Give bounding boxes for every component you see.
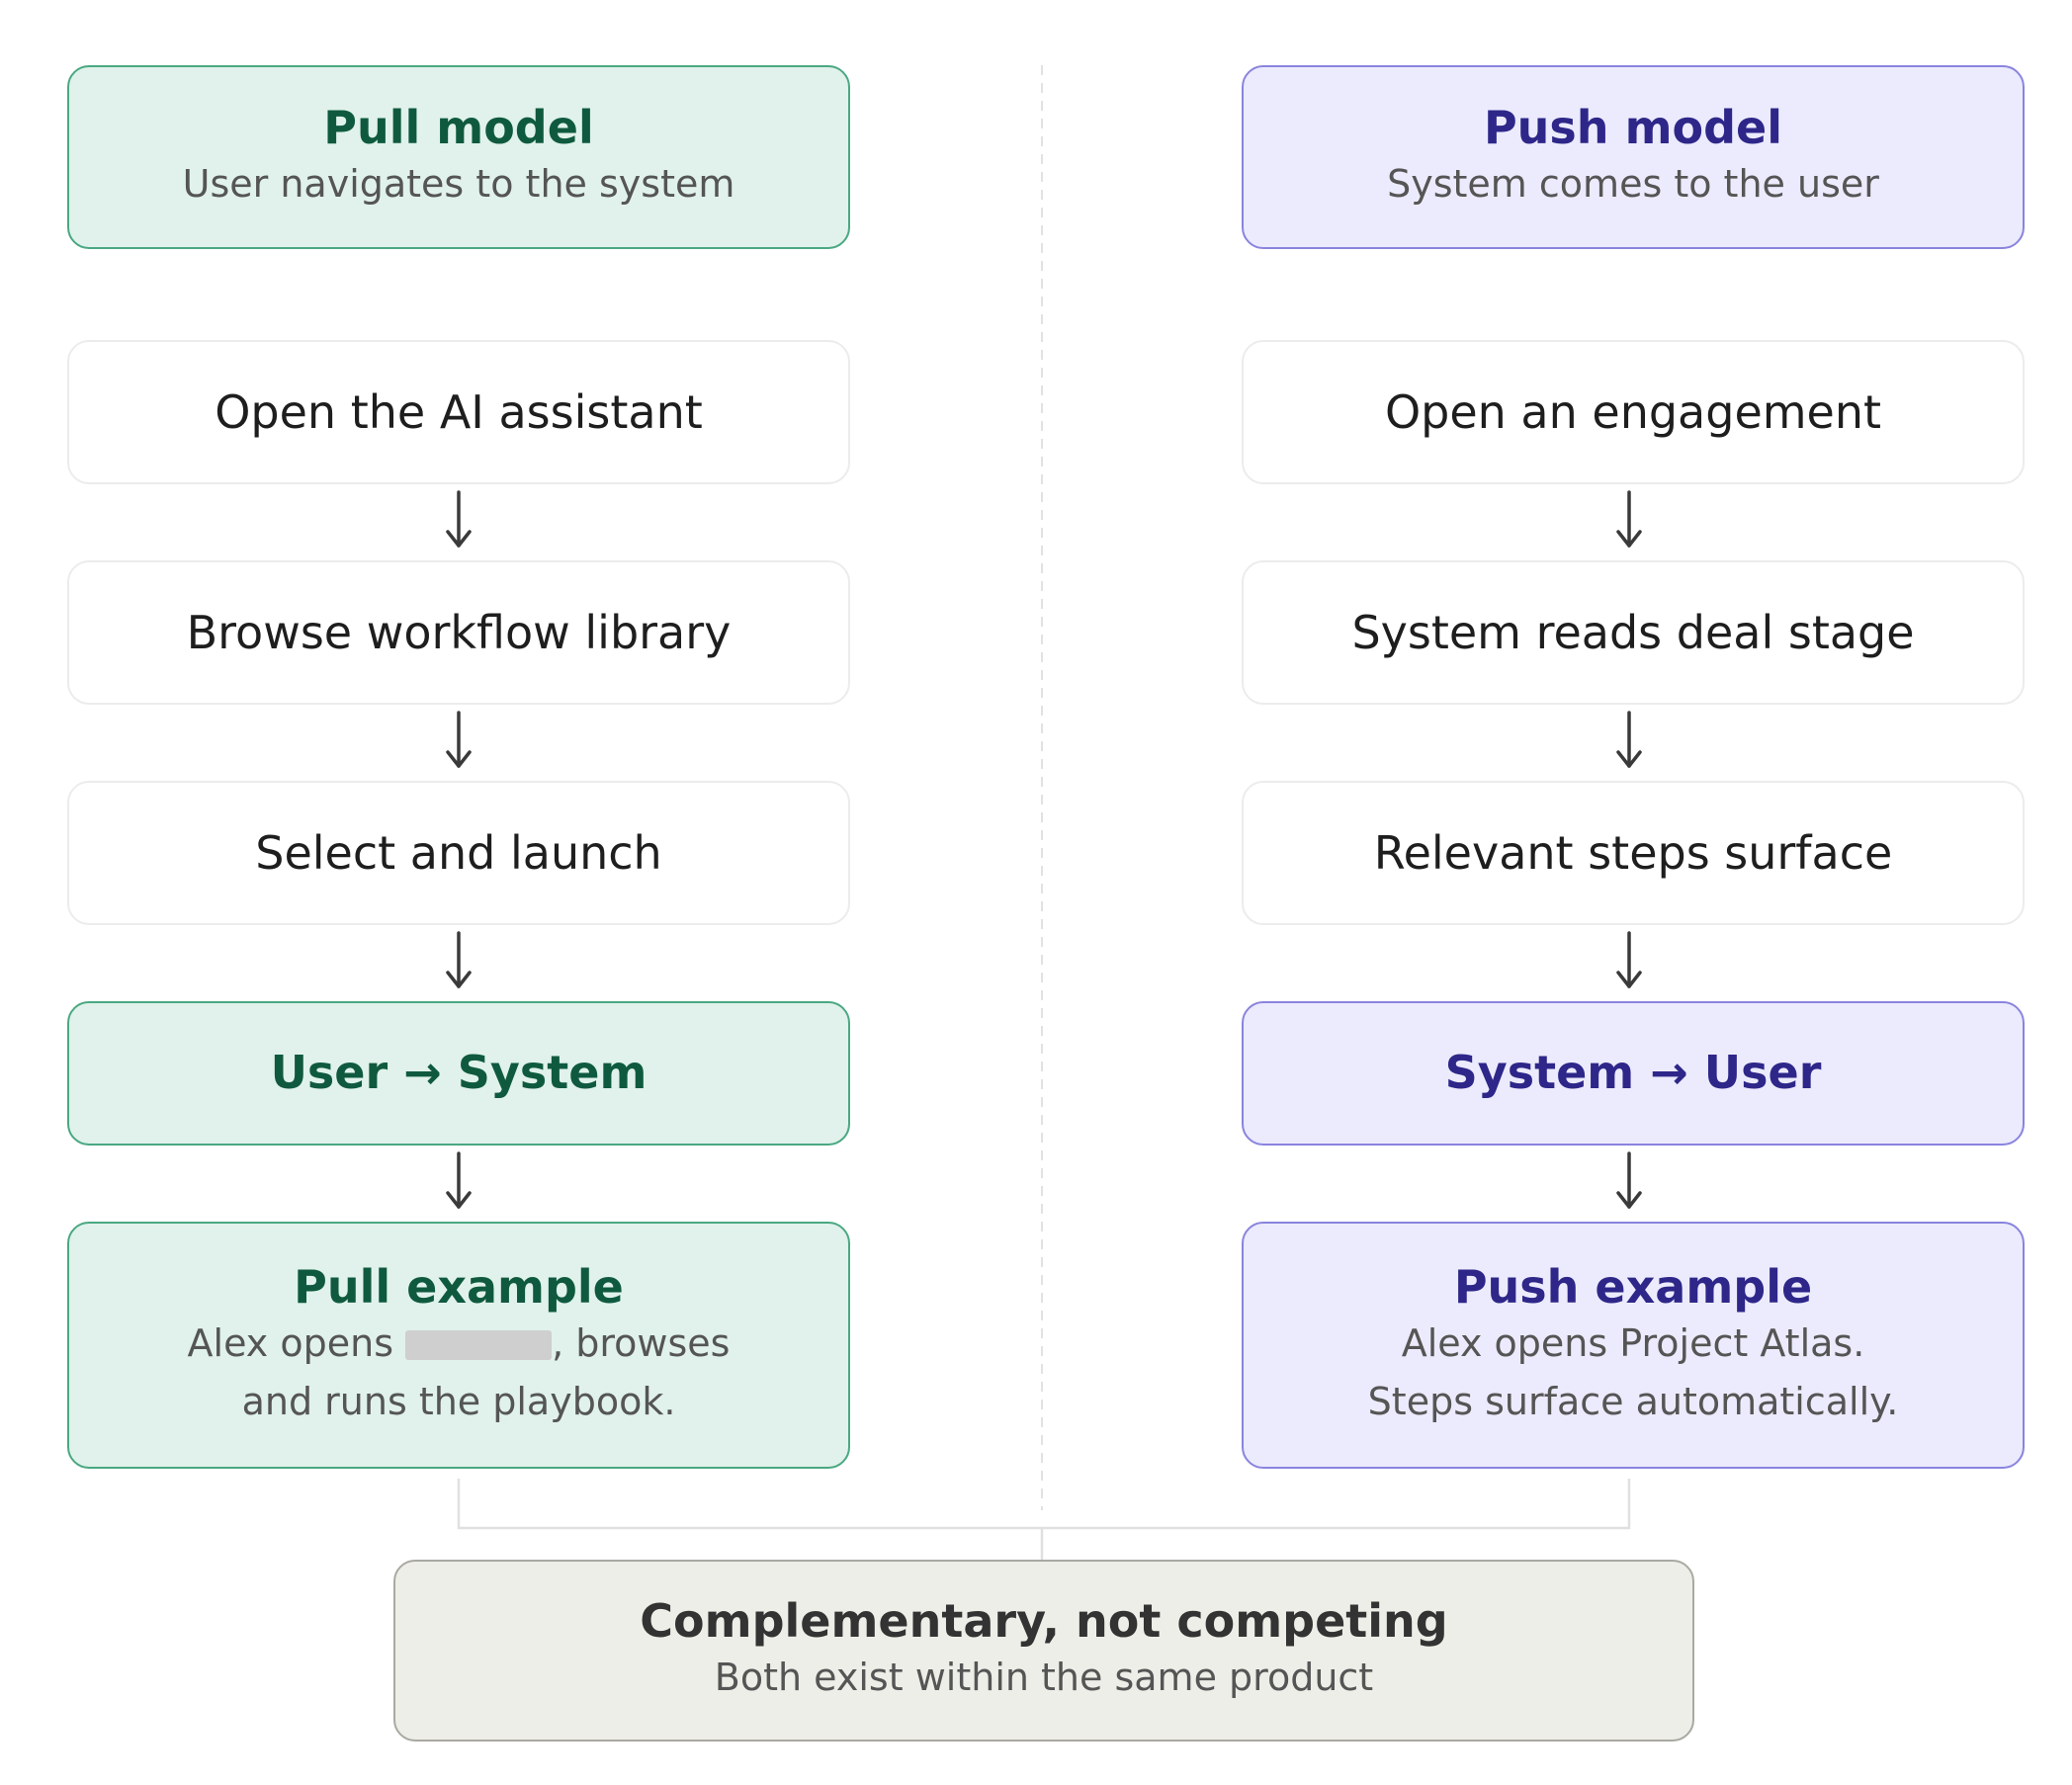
pull-example-title: Pull example xyxy=(294,1259,624,1314)
summary-title: Complementary, not competing xyxy=(640,1593,1448,1648)
pull-model-subtitle: User navigates to the system xyxy=(182,162,735,207)
pull-example-line-1-end: , browses xyxy=(552,1320,731,1365)
push-example-box: Push example Alex opens Project Atlas. S… xyxy=(1242,1222,2025,1469)
arrow-right-icon: → xyxy=(403,1046,442,1100)
pull-example-box: Pull example Alex opens , browses and ru… xyxy=(67,1222,850,1469)
pull-direction-from: User xyxy=(270,1046,388,1100)
arrow-down-icon xyxy=(446,931,472,988)
push-model-title: Push model xyxy=(1483,100,1783,154)
pull-model-title: Pull model xyxy=(323,100,594,154)
arrow-right-icon: → xyxy=(1650,1046,1688,1100)
push-direction-from: System xyxy=(1444,1046,1635,1100)
pull-direction-box: User → System xyxy=(67,1001,850,1146)
summary-subtitle: Both exist within the same product xyxy=(714,1656,1374,1700)
arrow-down-icon xyxy=(446,711,472,768)
pull-example-line-1: Alex opens , browses xyxy=(188,1315,731,1373)
push-direction-label: System → User xyxy=(1445,1046,1822,1100)
push-example-title: Push example xyxy=(1453,1259,1813,1314)
push-direction-to: User xyxy=(1703,1046,1822,1100)
arrow-down-icon xyxy=(1616,931,1642,988)
push-model-header: Push model System comes to the user xyxy=(1242,65,2025,249)
push-model-subtitle: System comes to the user xyxy=(1387,162,1879,207)
pull-step-1-label: Open the AI assistant xyxy=(215,385,703,439)
pull-step-2: Browse workflow library xyxy=(67,560,850,705)
pull-step-2-label: Browse workflow library xyxy=(186,606,732,659)
push-example-line-2: Steps surface automatically. xyxy=(1367,1379,1899,1423)
push-step-2-label: System reads deal stage xyxy=(1351,606,1915,659)
summary-box: Complementary, not competing Both exist … xyxy=(393,1560,1694,1742)
pull-example-line-1-start: Alex opens xyxy=(187,1320,393,1365)
push-step-3: Relevant steps surface xyxy=(1242,781,2025,925)
pull-direction-to: System xyxy=(457,1046,648,1100)
pull-step-3: Select and launch xyxy=(67,781,850,925)
arrow-down-icon xyxy=(446,1151,472,1209)
pull-example-line-2: and runs the playbook. xyxy=(241,1379,676,1423)
push-step-1: Open an engagement xyxy=(1242,340,2025,484)
pull-direction-label: User → System xyxy=(271,1046,648,1100)
arrow-down-icon xyxy=(446,490,472,548)
pull-step-1: Open the AI assistant xyxy=(67,340,850,484)
redacted-text xyxy=(405,1329,553,1360)
push-step-2: System reads deal stage xyxy=(1242,560,2025,705)
arrow-down-icon xyxy=(1616,711,1642,768)
merge-connector xyxy=(457,1479,1631,1530)
push-step-3-label: Relevant steps surface xyxy=(1373,826,1893,880)
arrow-down-icon xyxy=(1616,1151,1642,1209)
push-step-1-label: Open an engagement xyxy=(1384,385,1882,439)
push-example-line-1: Alex opens Project Atlas. xyxy=(1401,1320,1865,1365)
pull-model-header: Pull model User navigates to the system xyxy=(67,65,850,249)
pull-step-3-label: Select and launch xyxy=(255,826,662,880)
push-direction-box: System → User xyxy=(1242,1001,2025,1146)
arrow-down-icon xyxy=(1616,490,1642,548)
